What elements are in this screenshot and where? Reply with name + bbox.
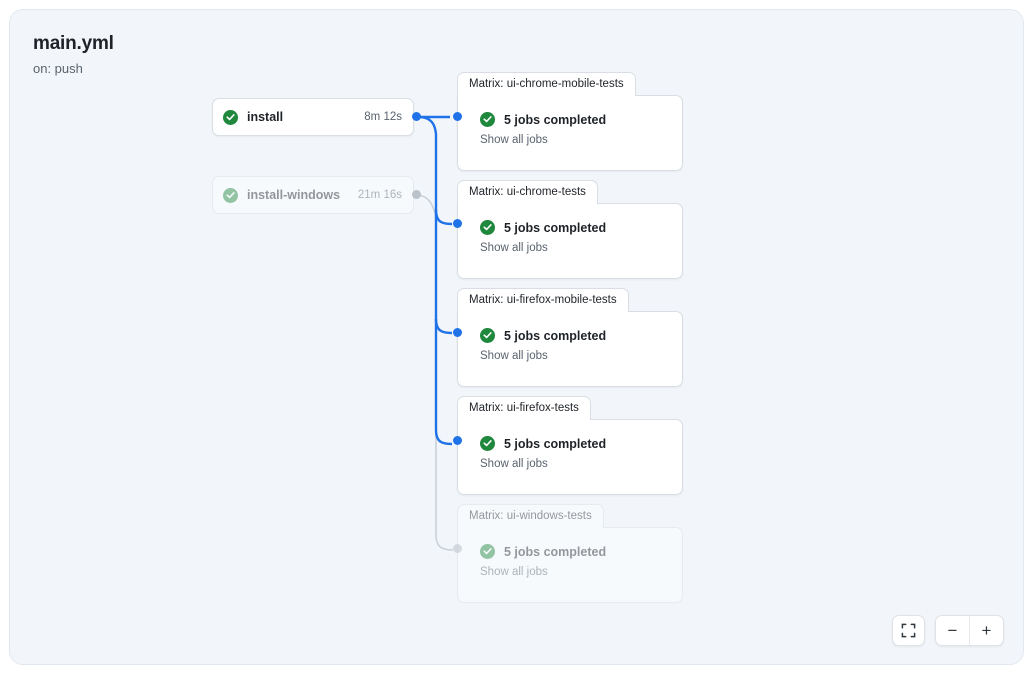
check-circle-icon: [223, 109, 238, 125]
matrix-status-text: 5 jobs completed: [504, 112, 607, 127]
edge-active-trunk: [418, 115, 453, 446]
edge-inactive: [414, 194, 454, 551]
check-circle-icon: [480, 112, 495, 127]
port-ui-chrome-mobile-tests-input[interactable]: [453, 112, 462, 121]
zoom-controls: − +: [892, 615, 1004, 646]
edge-active-2: [434, 209, 453, 226]
matrix-status-text: 5 jobs completed: [504, 328, 607, 343]
matrix-card-body[interactable]: 5 jobs completed Show all jobs: [457, 311, 683, 387]
check-circle-icon: [480, 436, 495, 451]
port-install-windows-output[interactable]: [412, 190, 421, 199]
job-name: install-windows: [247, 188, 341, 202]
edge-active-3: [434, 318, 453, 335]
job-duration: 8m 12s: [364, 111, 402, 123]
check-circle-icon: [480, 220, 495, 235]
matrix-status-text: 5 jobs completed: [504, 544, 607, 559]
job-duration: 21m 16s: [357, 189, 402, 201]
fit-to-screen-button[interactable]: [893, 616, 924, 645]
zoom-out-label: −: [947, 621, 958, 640]
matrix-group-ui-chrome-mobile-tests[interactable]: Matrix: ui-chrome-mobile-tests 5 jobs co…: [457, 72, 683, 171]
show-all-jobs-link[interactable]: Show all jobs: [480, 350, 548, 362]
matrix-card-body[interactable]: 5 jobs completed Show all jobs: [457, 203, 683, 279]
zoom-controls-divider: [969, 616, 970, 645]
matrix-status-text: 5 jobs completed: [504, 436, 607, 451]
matrix-status-row: 5 jobs completed: [480, 112, 682, 127]
matrix-group-ui-firefox-mobile-tests[interactable]: Matrix: ui-firefox-mobile-tests 5 jobs c…: [457, 288, 683, 387]
matrix-group-ui-chrome-tests[interactable]: Matrix: ui-chrome-tests 5 jobs completed…: [457, 180, 683, 279]
port-ui-windows-tests-input[interactable]: [453, 544, 462, 553]
matrix-group-ui-windows-tests[interactable]: Matrix: ui-windows-tests 5 jobs complete…: [457, 504, 683, 603]
matrix-status-row: 5 jobs completed: [480, 220, 682, 235]
page-title: main.yml: [33, 33, 114, 54]
workflow-canvas[interactable]: main.yml on: push install 8m 12s install…: [9, 9, 1024, 665]
matrix-tab-label: Matrix: ui-chrome-mobile-tests: [457, 72, 636, 96]
workflow-header: main.yml on: push: [33, 32, 114, 79]
matrix-tab-label: Matrix: ui-windows-tests: [457, 504, 604, 528]
show-all-jobs-link[interactable]: Show all jobs: [480, 566, 548, 578]
check-circle-icon: [480, 544, 495, 559]
show-all-jobs-link[interactable]: Show all jobs: [480, 242, 548, 254]
matrix-group-ui-firefox-tests[interactable]: Matrix: ui-firefox-tests 5 jobs complete…: [457, 396, 683, 495]
matrix-status-text: 5 jobs completed: [504, 220, 607, 235]
matrix-card-body[interactable]: 5 jobs completed Show all jobs: [457, 419, 683, 495]
zoom-level-group: − +: [935, 615, 1004, 646]
matrix-tab-label: Matrix: ui-firefox-tests: [457, 396, 591, 420]
matrix-card-body[interactable]: 5 jobs completed Show all jobs: [457, 527, 683, 603]
matrix-status-row: 5 jobs completed: [480, 544, 682, 559]
matrix-tab-label: Matrix: ui-firefox-mobile-tests: [457, 288, 629, 312]
job-name: install: [247, 110, 284, 124]
workflow-trigger: on: push: [33, 61, 83, 76]
matrix-tab-label: Matrix: ui-chrome-tests: [457, 180, 598, 204]
show-all-jobs-link[interactable]: Show all jobs: [480, 134, 548, 146]
fit-to-screen-group: [892, 615, 925, 646]
check-circle-icon: [223, 187, 238, 203]
zoom-in-button[interactable]: +: [970, 616, 1003, 645]
job-node-install[interactable]: install 8m 12s: [212, 98, 414, 136]
fit-to-screen-icon: [901, 623, 916, 638]
zoom-out-button[interactable]: −: [936, 616, 969, 645]
check-circle-icon: [480, 328, 495, 343]
matrix-card-body[interactable]: 5 jobs completed Show all jobs: [457, 95, 683, 171]
zoom-in-label: +: [981, 621, 992, 640]
matrix-status-row: 5 jobs completed: [480, 328, 682, 343]
port-ui-firefox-mobile-tests-input[interactable]: [453, 328, 462, 337]
matrix-status-row: 5 jobs completed: [480, 436, 682, 451]
port-ui-firefox-tests-input[interactable]: [453, 436, 462, 445]
port-install-output[interactable]: [412, 112, 421, 121]
job-node-install-windows[interactable]: install-windows 21m 16s: [212, 176, 414, 214]
show-all-jobs-link[interactable]: Show all jobs: [480, 458, 548, 470]
port-ui-chrome-tests-input[interactable]: [453, 219, 462, 228]
